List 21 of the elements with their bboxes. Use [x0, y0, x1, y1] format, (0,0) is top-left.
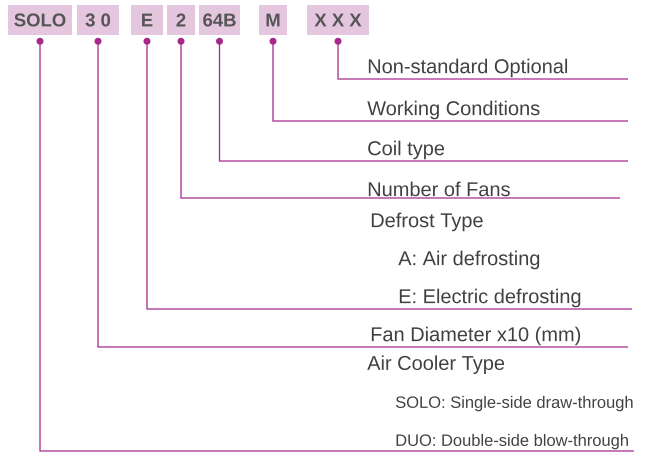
description-text: Defrost Type A: Air defrosting E: Electric defrosting [372, 212, 580, 308]
code-box: 64B [199, 5, 240, 35]
leader-line [94, 38, 629, 348]
description-text: Coil type [368, 140, 444, 160]
code-box: X X X [307, 5, 369, 35]
description-text: Non-standard Optional [368, 58, 568, 78]
description-text: Working Conditions [367, 100, 540, 120]
description-text: Air Cooler Type SOLO: Single-side draw-through DUO: Double-side blow-through [367, 355, 633, 450]
leader-line [216, 38, 629, 162]
leader-line [334, 38, 629, 80]
description-text: Number of Fans [368, 182, 510, 196]
description-text: Fan Diameter x10 (mm) [372, 326, 580, 346]
code-box: SOLO [8, 5, 72, 35]
code-box: E [131, 5, 163, 35]
leader-line [144, 38, 633, 310]
code-box: M [259, 5, 287, 35]
leader-line [178, 38, 621, 199]
code-box: 3 0 [77, 5, 119, 35]
code-box: 2 [167, 5, 195, 35]
leader-line [36, 38, 634, 452]
leader-line [270, 38, 629, 122]
